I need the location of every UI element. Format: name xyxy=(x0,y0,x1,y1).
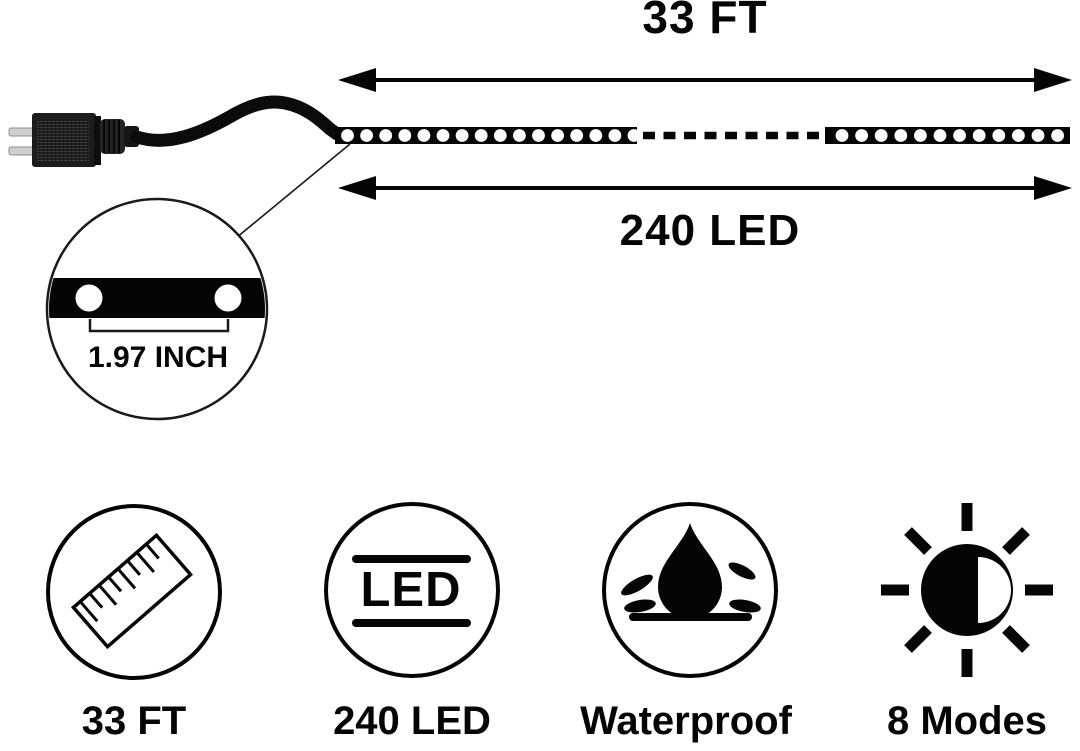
half-moon-shape xyxy=(978,557,1011,623)
plug-icon xyxy=(8,95,344,167)
water-drop-icon xyxy=(602,502,778,678)
led-dots-right xyxy=(835,129,1064,142)
feature-caption-length: 33 FT xyxy=(81,699,187,743)
feature-caption-modes: 8 Modes xyxy=(886,699,1048,743)
bottom-measure-label: 240 LED xyxy=(619,206,801,255)
feature-caption-led-count: 240 LED xyxy=(333,699,491,743)
plug-label xyxy=(37,119,89,162)
leader-line xyxy=(235,143,351,239)
spacing-bracket xyxy=(88,319,230,333)
led-dots-left xyxy=(341,129,641,142)
measure-arrow-top xyxy=(338,68,1072,92)
led-badge-text: LED xyxy=(360,563,462,617)
top-measure-label: 33 FT xyxy=(642,0,768,43)
led-strip-right-segment xyxy=(825,127,1070,144)
feature-caption-waterproof: Waterproof xyxy=(580,699,792,743)
brightness-modes-icon xyxy=(881,503,1053,677)
magnified-led xyxy=(75,284,103,312)
led-badge-icon xyxy=(324,502,500,678)
led-spacing-label: 1.97 INCH xyxy=(87,341,229,374)
power-cable xyxy=(130,95,344,147)
measure-arrow-bottom xyxy=(338,176,1072,200)
led-strip xyxy=(335,127,1070,144)
plug-prong xyxy=(8,127,35,137)
ruler-icon xyxy=(46,504,222,680)
plug-prong xyxy=(8,146,35,156)
magnified-led xyxy=(214,284,242,312)
magnifier-circle xyxy=(45,197,269,421)
